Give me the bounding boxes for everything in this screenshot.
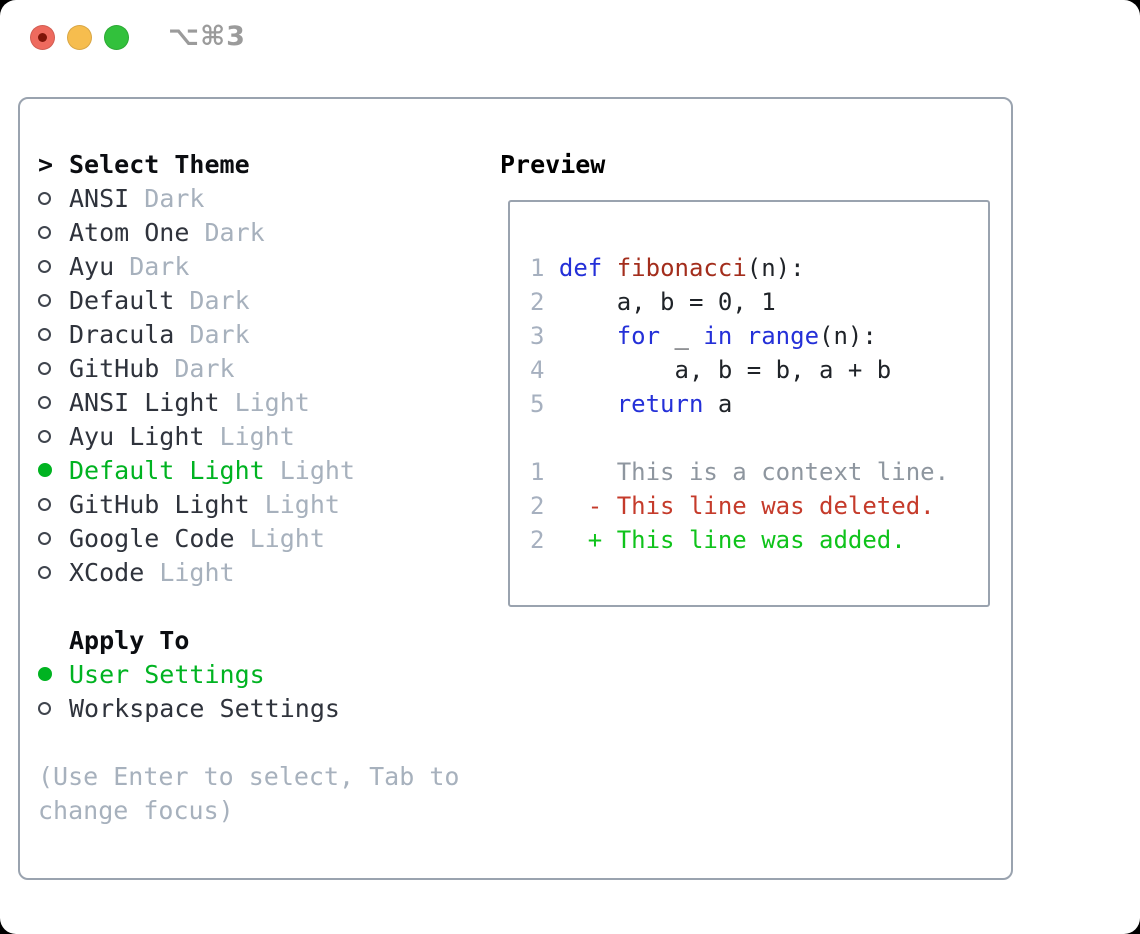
code-line: 3 for _ in range(n): — [530, 322, 877, 350]
theme-option[interactable]: XCode Light — [38, 555, 459, 589]
preview-code: 1 def fibonacci(n): 2 a, b = 0, 1 3 for _ … — [510, 202, 988, 557]
theme-option[interactable]: ANSI Dark — [38, 181, 459, 215]
zoom-button[interactable] — [104, 25, 129, 50]
theme-option-label: GitHub Light Light — [69, 489, 340, 519]
theme-option-label: Default Light Light — [69, 455, 355, 485]
theme-option[interactable]: Atom One Dark — [38, 215, 459, 249]
apply-to-option-label: Workspace Settings — [69, 693, 340, 723]
code-line: 5 return a — [530, 390, 733, 418]
radio-icon — [38, 327, 69, 341]
apply-to-option[interactable]: Workspace Settings — [38, 691, 459, 725]
apply-to-option[interactable]: User Settings — [38, 657, 459, 691]
theme-option-label: Default Dark — [69, 285, 250, 315]
minimize-button[interactable] — [67, 25, 92, 50]
theme-option-label: GitHub Dark — [69, 353, 235, 383]
spacer — [38, 589, 459, 623]
unsaved-changes-dot-icon — [38, 33, 47, 42]
line-number: 2 — [530, 526, 559, 554]
code-line: 1 This is a context line. — [530, 458, 950, 486]
apply-to-option-label: User Settings — [69, 659, 265, 689]
line-number: 1 — [530, 458, 559, 486]
radio-icon — [38, 361, 69, 375]
theme-variant-tag: Dark — [129, 183, 205, 213]
theme-variant-tag: Dark — [159, 353, 235, 383]
theme-variant-tag: Light — [144, 557, 235, 587]
theme-option[interactable]: ANSI Light Light — [38, 385, 459, 419]
theme-option[interactable]: Default Dark — [38, 283, 459, 317]
focus-caret-icon: > — [38, 149, 54, 179]
preview-title: Preview — [500, 149, 606, 179]
line-number: 1 — [530, 254, 559, 282]
radio-icon — [38, 293, 69, 307]
theme-option[interactable]: Ayu Dark — [38, 249, 459, 283]
line-number: 3 — [530, 322, 559, 350]
radio-icon — [38, 429, 69, 443]
theme-option[interactable]: GitHub Dark — [38, 351, 459, 385]
radio-selected-icon — [38, 463, 69, 477]
theme-variant-tag: Dark — [189, 217, 265, 247]
theme-option-label: Ayu Light Light — [69, 421, 295, 451]
preview-code-box: 1 def fibonacci(n): 2 a, b = 0, 1 3 for _ … — [508, 200, 990, 607]
select-theme-header: > Select Theme — [38, 147, 459, 181]
theme-option[interactable]: Default Light Light — [38, 453, 459, 487]
hint-text-line-2: change focus) — [38, 795, 234, 825]
hint-text-line-1: (Use Enter to select, Tab to — [38, 761, 460, 791]
code-line — [530, 421, 988, 455]
code-line: 1 def fibonacci(n): — [530, 254, 805, 282]
theme-option-label: ANSI Light Light — [69, 387, 310, 417]
select-theme-title: Select Theme — [69, 149, 250, 179]
line-number: 5 — [530, 390, 559, 418]
theme-option[interactable]: Ayu Light Light — [38, 419, 459, 453]
spacer — [38, 725, 459, 759]
radio-icon — [38, 565, 69, 579]
theme-option-label: ANSI Dark — [69, 183, 205, 213]
radio-icon — [38, 225, 69, 239]
theme-variant-tag: Light — [219, 387, 310, 417]
theme-variant-tag: Light — [264, 455, 355, 485]
theme-variant-tag: Light — [234, 523, 325, 553]
theme-option[interactable]: Dracula Dark — [38, 317, 459, 351]
theme-option-label: XCode Light — [69, 557, 235, 587]
radio-icon — [38, 531, 69, 545]
theme-variant-tag: Light — [204, 421, 295, 451]
line-number: 2 — [530, 288, 559, 316]
line-number: 4 — [530, 356, 559, 384]
theme-option-label: Ayu Dark — [69, 251, 190, 281]
radio-icon — [38, 259, 69, 273]
theme-variant-tag: Light — [249, 489, 340, 519]
close-button[interactable] — [30, 25, 55, 50]
radio-icon — [38, 395, 69, 409]
theme-option[interactable]: GitHub Light Light — [38, 487, 459, 521]
line-number: 2 — [530, 492, 559, 520]
theme-option-label: Dracula Dark — [69, 319, 250, 349]
window-title: ⌥⌘3 — [168, 21, 246, 52]
apply-to-header: Apply To — [38, 623, 459, 657]
theme-option-label: Atom One Dark — [69, 217, 265, 247]
code-line: 2 + This line was added. — [530, 526, 906, 554]
apply-to-title: Apply To — [69, 625, 190, 655]
code-line: 4 a, b = b, a + b — [530, 356, 892, 384]
theme-variant-tag: Dark — [114, 251, 190, 281]
radio-icon — [38, 497, 69, 511]
radio-icon — [38, 191, 69, 205]
theme-variant-tag: Dark — [174, 319, 250, 349]
radio-icon — [38, 701, 69, 715]
theme-option[interactable]: Google Code Light — [38, 521, 459, 555]
radio-selected-icon — [38, 667, 69, 681]
code-line: 2 - This line was deleted. — [530, 492, 935, 520]
code-line: 2 a, b = 0, 1 — [530, 288, 776, 316]
theme-variant-tag: Dark — [174, 285, 250, 315]
theme-option-label: Google Code Light — [69, 523, 325, 553]
